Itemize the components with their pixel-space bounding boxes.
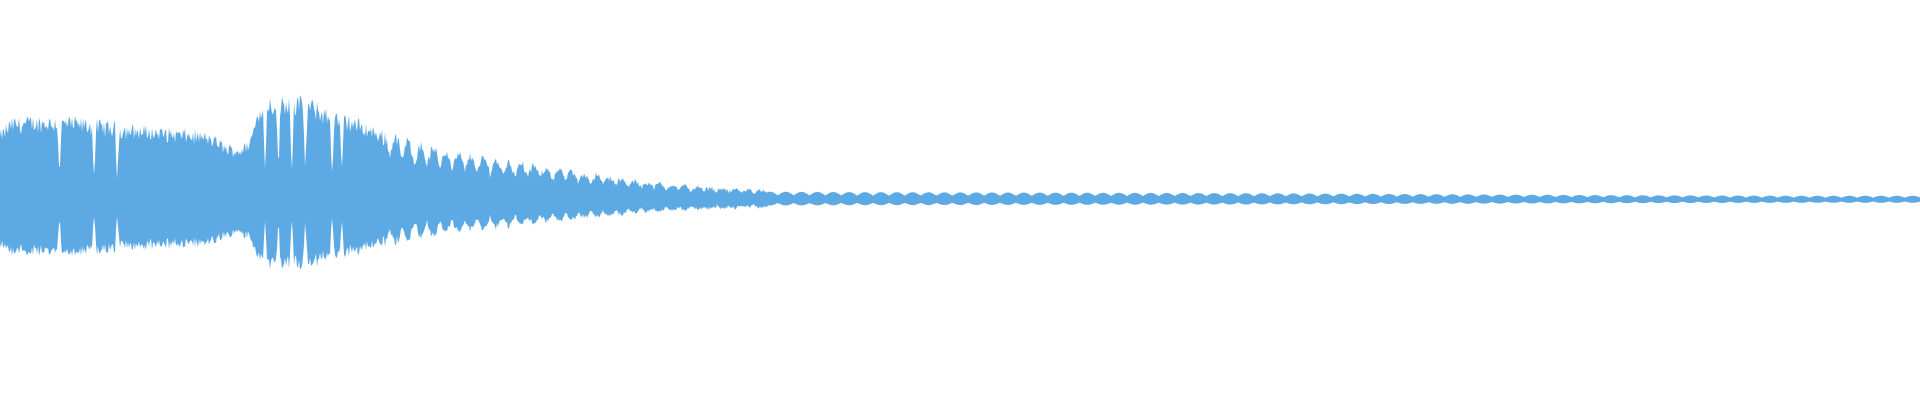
waveform-path	[0, 95, 1920, 270]
